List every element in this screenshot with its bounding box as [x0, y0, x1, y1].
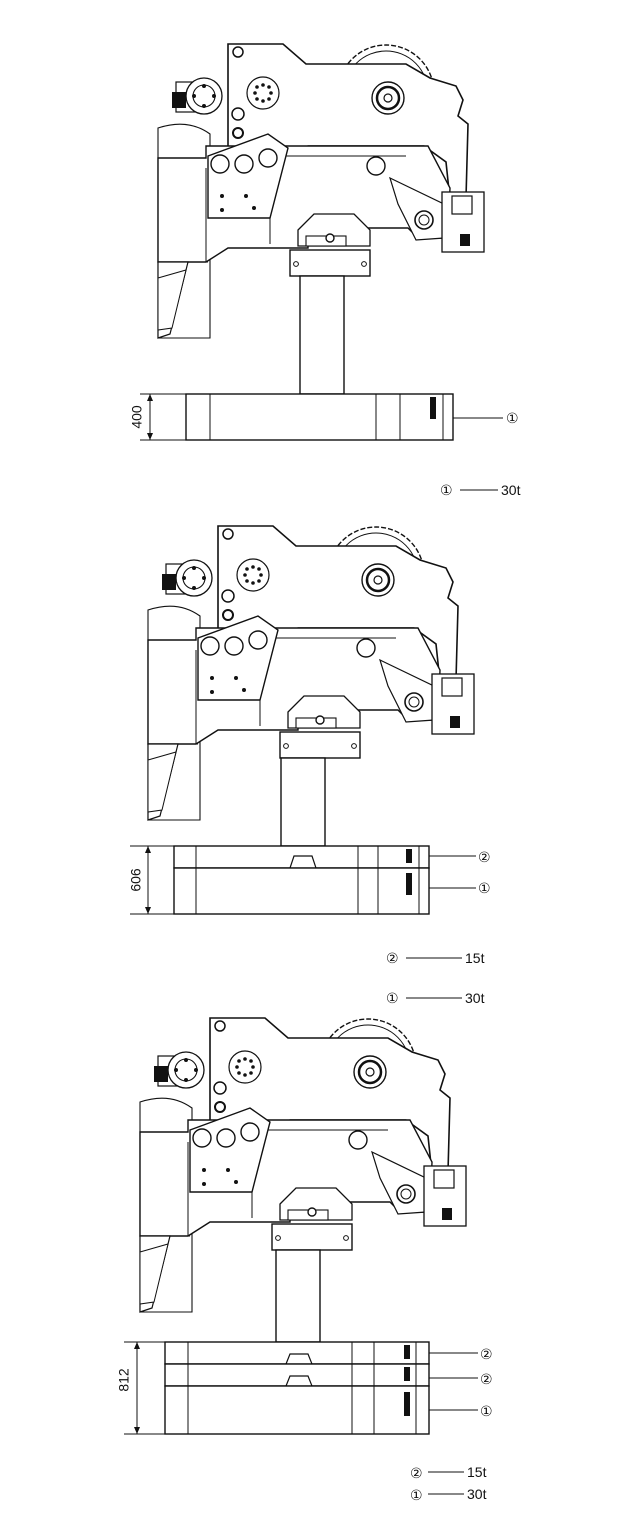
callout-1: ① — [429, 1403, 493, 1419]
counterweight-block-15t — [173, 845, 430, 869]
svg-text:①: ① — [440, 482, 453, 498]
svg-text:15t: 15t — [465, 950, 485, 966]
callout-2: ② — [429, 1346, 493, 1362]
counterweight-block-30t — [164, 1385, 430, 1435]
dimension-606: 606 — [128, 845, 174, 915]
legend-row: ② 15t — [386, 950, 485, 966]
diagram-3: 812 ② ② ① ② 15t ① 30t — [116, 1016, 493, 1503]
svg-text:30t: 30t — [465, 990, 485, 1006]
callout-1: ① — [453, 410, 519, 426]
mast-column — [299, 275, 345, 395]
legend-row: ② 15t — [410, 1464, 487, 1481]
svg-text:②: ② — [480, 1346, 493, 1362]
svg-text:①: ① — [386, 990, 399, 1006]
mast-column — [275, 1249, 321, 1343]
dimension-label: 812 — [116, 1368, 132, 1392]
svg-text:①: ① — [410, 1487, 423, 1503]
mast-column — [280, 757, 326, 847]
svg-text:①: ① — [480, 1403, 493, 1419]
dimension-400: 400 — [129, 393, 186, 441]
legend-row: ① 30t — [410, 1486, 487, 1503]
svg-text:30t: 30t — [501, 482, 521, 498]
svg-text:②: ② — [386, 950, 399, 966]
diagram-2: 606 ② ① ② 15t ① 30t — [128, 524, 491, 1006]
diagram-1: 400 ① ① 30t — [129, 42, 521, 498]
svg-text:②: ② — [410, 1465, 423, 1481]
callout-2: ② — [429, 849, 491, 865]
svg-text:①: ① — [506, 410, 519, 426]
callout-1: ① — [429, 880, 491, 896]
svg-text:②: ② — [480, 1371, 493, 1387]
svg-text:15t: 15t — [467, 1464, 487, 1480]
dimension-label: 606 — [128, 868, 144, 892]
svg-text:①: ① — [478, 880, 491, 896]
svg-text:②: ② — [478, 849, 491, 865]
dimension-812: 812 — [116, 1341, 165, 1435]
callout-2: ② — [429, 1371, 493, 1387]
counterweight-block-30t — [173, 867, 430, 915]
svg-text:30t: 30t — [467, 1486, 487, 1502]
counterweight-block-15t — [164, 1363, 430, 1387]
legend-row: ① 30t — [386, 990, 485, 1006]
counterweight-block-15t — [164, 1341, 430, 1365]
legend-row: ① 30t — [440, 482, 521, 498]
counterweight-block-30t — [185, 393, 454, 441]
dimension-label: 400 — [129, 405, 145, 429]
